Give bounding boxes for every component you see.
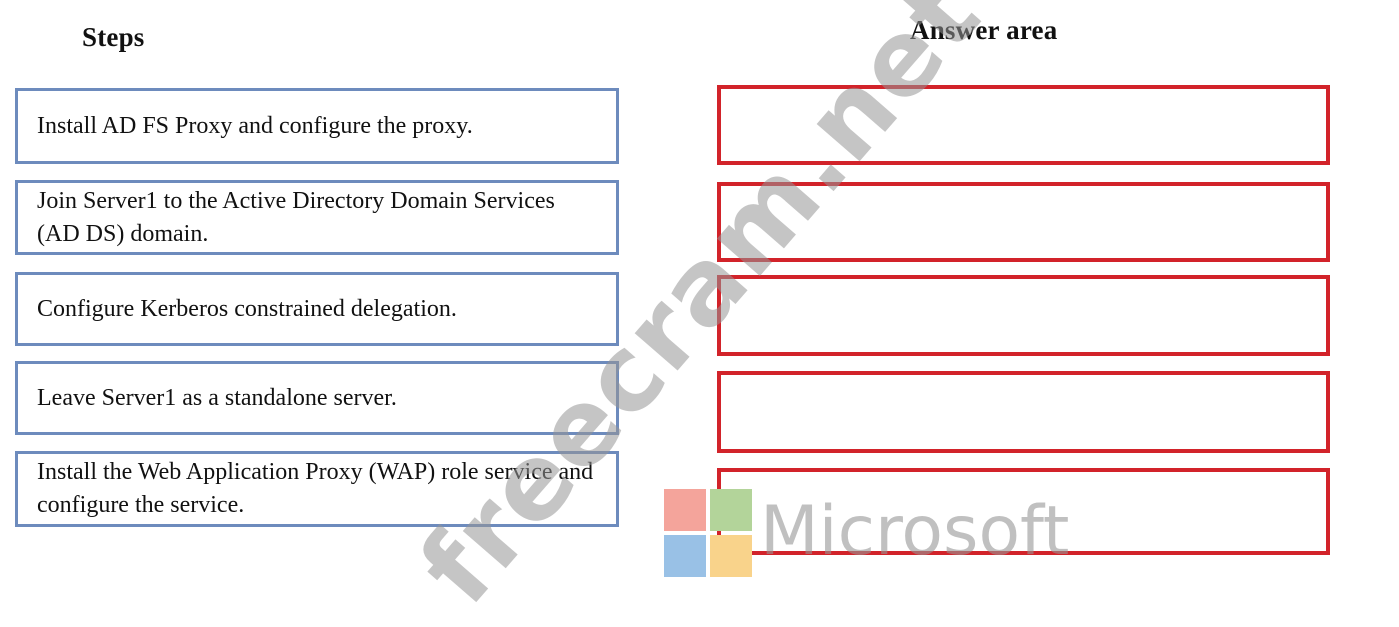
step-label: Configure Kerberos constrained delegatio…: [37, 295, 457, 322]
answer-slot-5[interactable]: [717, 468, 1330, 555]
answer-slot-3[interactable]: [717, 275, 1330, 356]
step-item-configure-kerberos[interactable]: Configure Kerberos constrained delegatio…: [15, 272, 619, 346]
step-label: Join Server1 to the Active Directory Dom…: [37, 187, 555, 247]
steps-heading: Steps: [82, 22, 145, 52]
step-item-install-wap[interactable]: Install the Web Application Proxy (WAP) …: [15, 451, 619, 527]
step-label: Leave Server1 as a standalone server.: [37, 384, 397, 411]
answer-area-heading: Answer area: [910, 15, 1058, 45]
answer-slot-1[interactable]: [717, 85, 1330, 165]
step-item-install-adfs-proxy[interactable]: Install AD FS Proxy and configure the pr…: [15, 88, 619, 164]
step-label: Install the Web Application Proxy (WAP) …: [37, 459, 594, 518]
step-label: Install AD FS Proxy and configure the pr…: [37, 112, 473, 139]
answer-slot-4[interactable]: [717, 371, 1330, 453]
answer-slot-2[interactable]: [717, 182, 1330, 262]
step-item-standalone-server[interactable]: Leave Server1 as a standalone server.: [15, 361, 619, 435]
step-item-join-server1-adds[interactable]: Join Server1 to the Active Directory Dom…: [15, 180, 619, 255]
